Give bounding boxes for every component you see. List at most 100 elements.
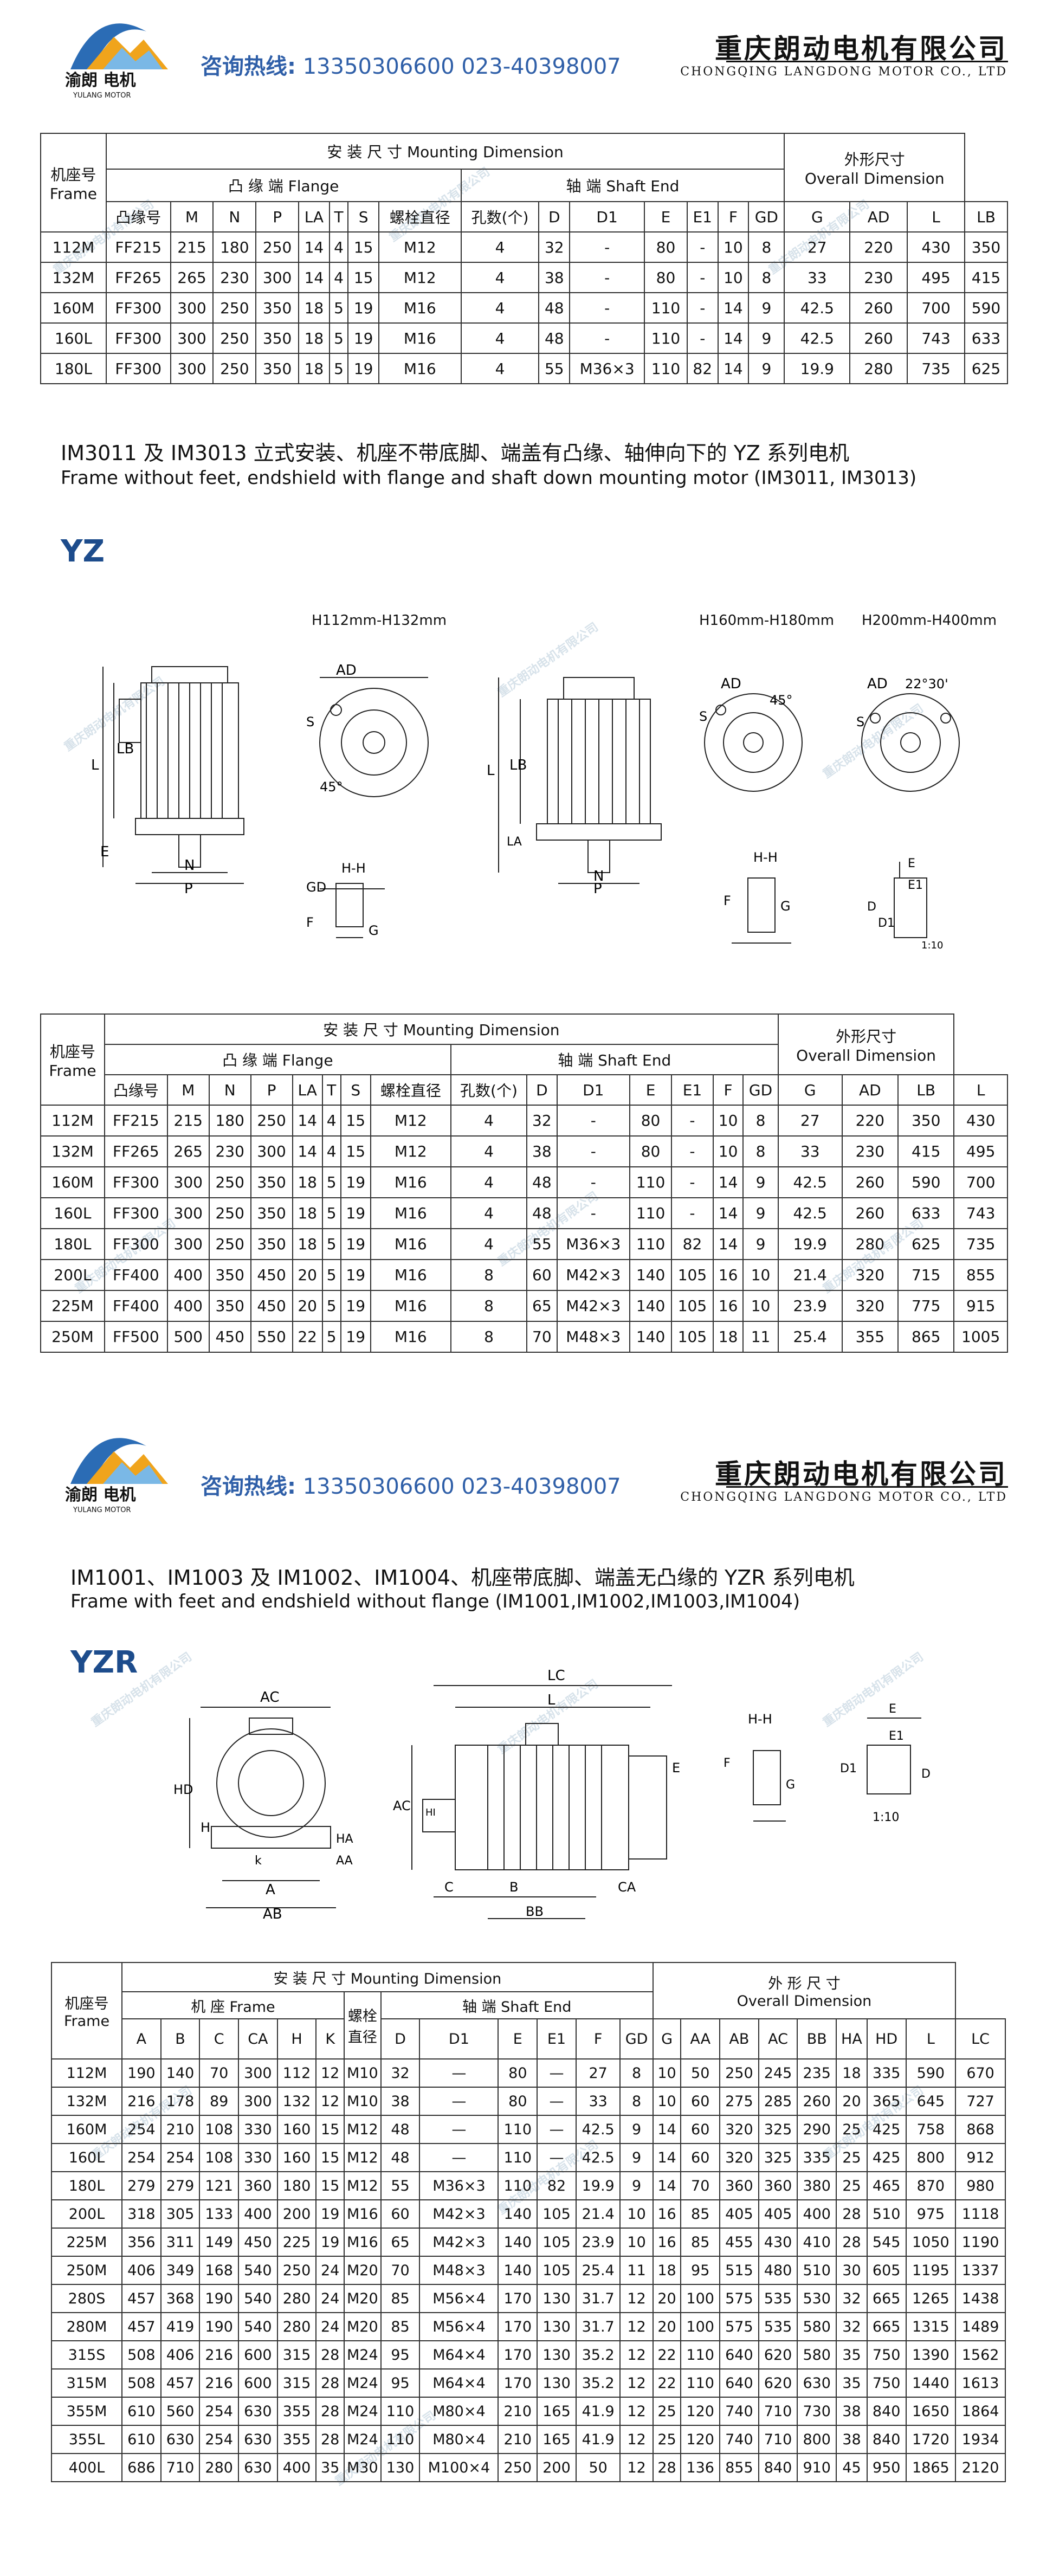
table-cell: 15 (315, 2171, 345, 2200)
table-cell: 265 (166, 1135, 210, 1167)
table-cell: 140 (160, 2058, 201, 2088)
column-header: L (953, 1074, 1008, 1106)
table-cell: 710 (758, 2425, 798, 2454)
table-cell: 180 (276, 2171, 317, 2200)
table-cell: — (419, 2143, 499, 2172)
table-cell: 450 (208, 1321, 251, 1353)
table-cell: M42×3 (556, 1290, 631, 1322)
shaft-group-header: 轴 端 Shaft End (450, 1044, 779, 1075)
table-cell: 95 (680, 2256, 721, 2285)
table-cell: 38 (380, 2087, 421, 2116)
table-cell: 325 (758, 2115, 798, 2144)
table-cell: 165 (537, 2397, 577, 2426)
table-cell: 140 (629, 1290, 673, 1322)
table-cell: M64×4 (419, 2340, 499, 2370)
table-cell: 250 (208, 1197, 251, 1229)
table-cell: 400 (166, 1259, 210, 1291)
table-cell: 311 (160, 2228, 201, 2257)
frame-cell: 160M (51, 2115, 122, 2144)
table-cell: 300 (170, 353, 214, 384)
column-header: LC (955, 2018, 1006, 2059)
shaft-group-header: 轴 端 Shaft End (380, 1991, 654, 2019)
table-cell: 4 (450, 1228, 528, 1260)
frame-cell: 355M (51, 2397, 122, 2426)
table-cell: 415 (897, 1135, 955, 1167)
table-cell: 70 (199, 2058, 240, 2088)
table-cell: — (537, 2115, 577, 2144)
table-cell: - (556, 1166, 631, 1198)
table-cell: 110 (644, 353, 688, 384)
table-cell: 30 (836, 2256, 868, 2285)
bolt-header: 螺栓直径 (344, 1991, 382, 2059)
table-cell: 140 (629, 1259, 673, 1291)
yzr-drawing-shaft-section: H-H F G (724, 1712, 795, 1822)
table-cell: 32 (836, 2312, 868, 2341)
table-cell: 300 (166, 1166, 210, 1198)
table-cell: 8 (748, 231, 785, 263)
table-cell: 120 (680, 2397, 721, 2426)
column-header: E1 (686, 201, 719, 233)
table-cell: 14 (292, 1135, 323, 1167)
table-cell: 28 (652, 2453, 682, 2482)
table-cell: 19 (340, 1228, 371, 1260)
table-cell: 300 (166, 1197, 210, 1229)
svg-text:E1: E1 (908, 879, 923, 892)
table-cell: 500 (166, 1321, 210, 1353)
table-cell: 105 (671, 1321, 714, 1353)
frame-cell: 280M (51, 2312, 122, 2341)
table-cell: 85 (680, 2228, 721, 2257)
svg-text:HD: HD (173, 1782, 193, 1797)
table-cell: 14 (712, 1197, 744, 1229)
column-header: G (652, 2018, 682, 2059)
table-cell: FF265 (105, 262, 171, 293)
table-cell: 12 (619, 2453, 654, 2482)
table-cell: 280 (841, 1228, 899, 1260)
table-cell: M16 (378, 322, 462, 354)
table-cell: 254 (121, 2143, 162, 2172)
table-cell: 254 (199, 2425, 240, 2454)
table-cell: 14 (717, 322, 750, 354)
table-cell: 19 (340, 1321, 371, 1353)
table-cell: 640 (719, 2340, 759, 2370)
svg-text:BB: BB (526, 1904, 544, 1919)
column-header: E (644, 201, 688, 233)
table-cell: 350 (964, 231, 1008, 263)
base-group-header: 机 座 Frame (121, 1991, 345, 2019)
table-cell: FF300 (105, 292, 171, 324)
table-cell: 260 (797, 2087, 837, 2116)
table-cell: 250 (498, 2453, 538, 2482)
table-cell: M12 (378, 231, 462, 263)
table-cell: 136 (680, 2453, 721, 2482)
svg-text:E: E (889, 1702, 896, 1716)
table-cell: 28 (315, 2397, 345, 2426)
table-cell: FF300 (104, 1166, 168, 1198)
table-cell: 630 (238, 2397, 278, 2426)
table-cell: 10 (742, 1290, 779, 1322)
frame-cell: 225M (51, 2228, 122, 2257)
table-cell: 280 (849, 353, 908, 384)
table-cell: 20 (292, 1290, 323, 1322)
table-cell: 42.5 (784, 292, 851, 324)
table-cell: 38 (526, 1135, 558, 1167)
frame-cell: 160L (40, 1197, 105, 1229)
table-cell: 60 (680, 2115, 721, 2144)
table-cell: 27 (777, 1105, 843, 1137)
table-cell: 535 (758, 2284, 798, 2313)
company-name-en: CHONGQING LANGDONG MOTOR CO., LTD (680, 1490, 1007, 1504)
table-cell: 210 (160, 2115, 201, 2144)
table-cell: 250 (212, 292, 257, 324)
table-cell: 18 (292, 1166, 323, 1198)
table-cell: 220 (849, 231, 908, 263)
table-cell: M42×3 (556, 1259, 631, 1291)
column-header: LA (292, 1074, 323, 1106)
svg-text:L: L (91, 757, 99, 773)
frame-cell: 280S (51, 2284, 122, 2313)
table-cell: 254 (160, 2143, 201, 2172)
